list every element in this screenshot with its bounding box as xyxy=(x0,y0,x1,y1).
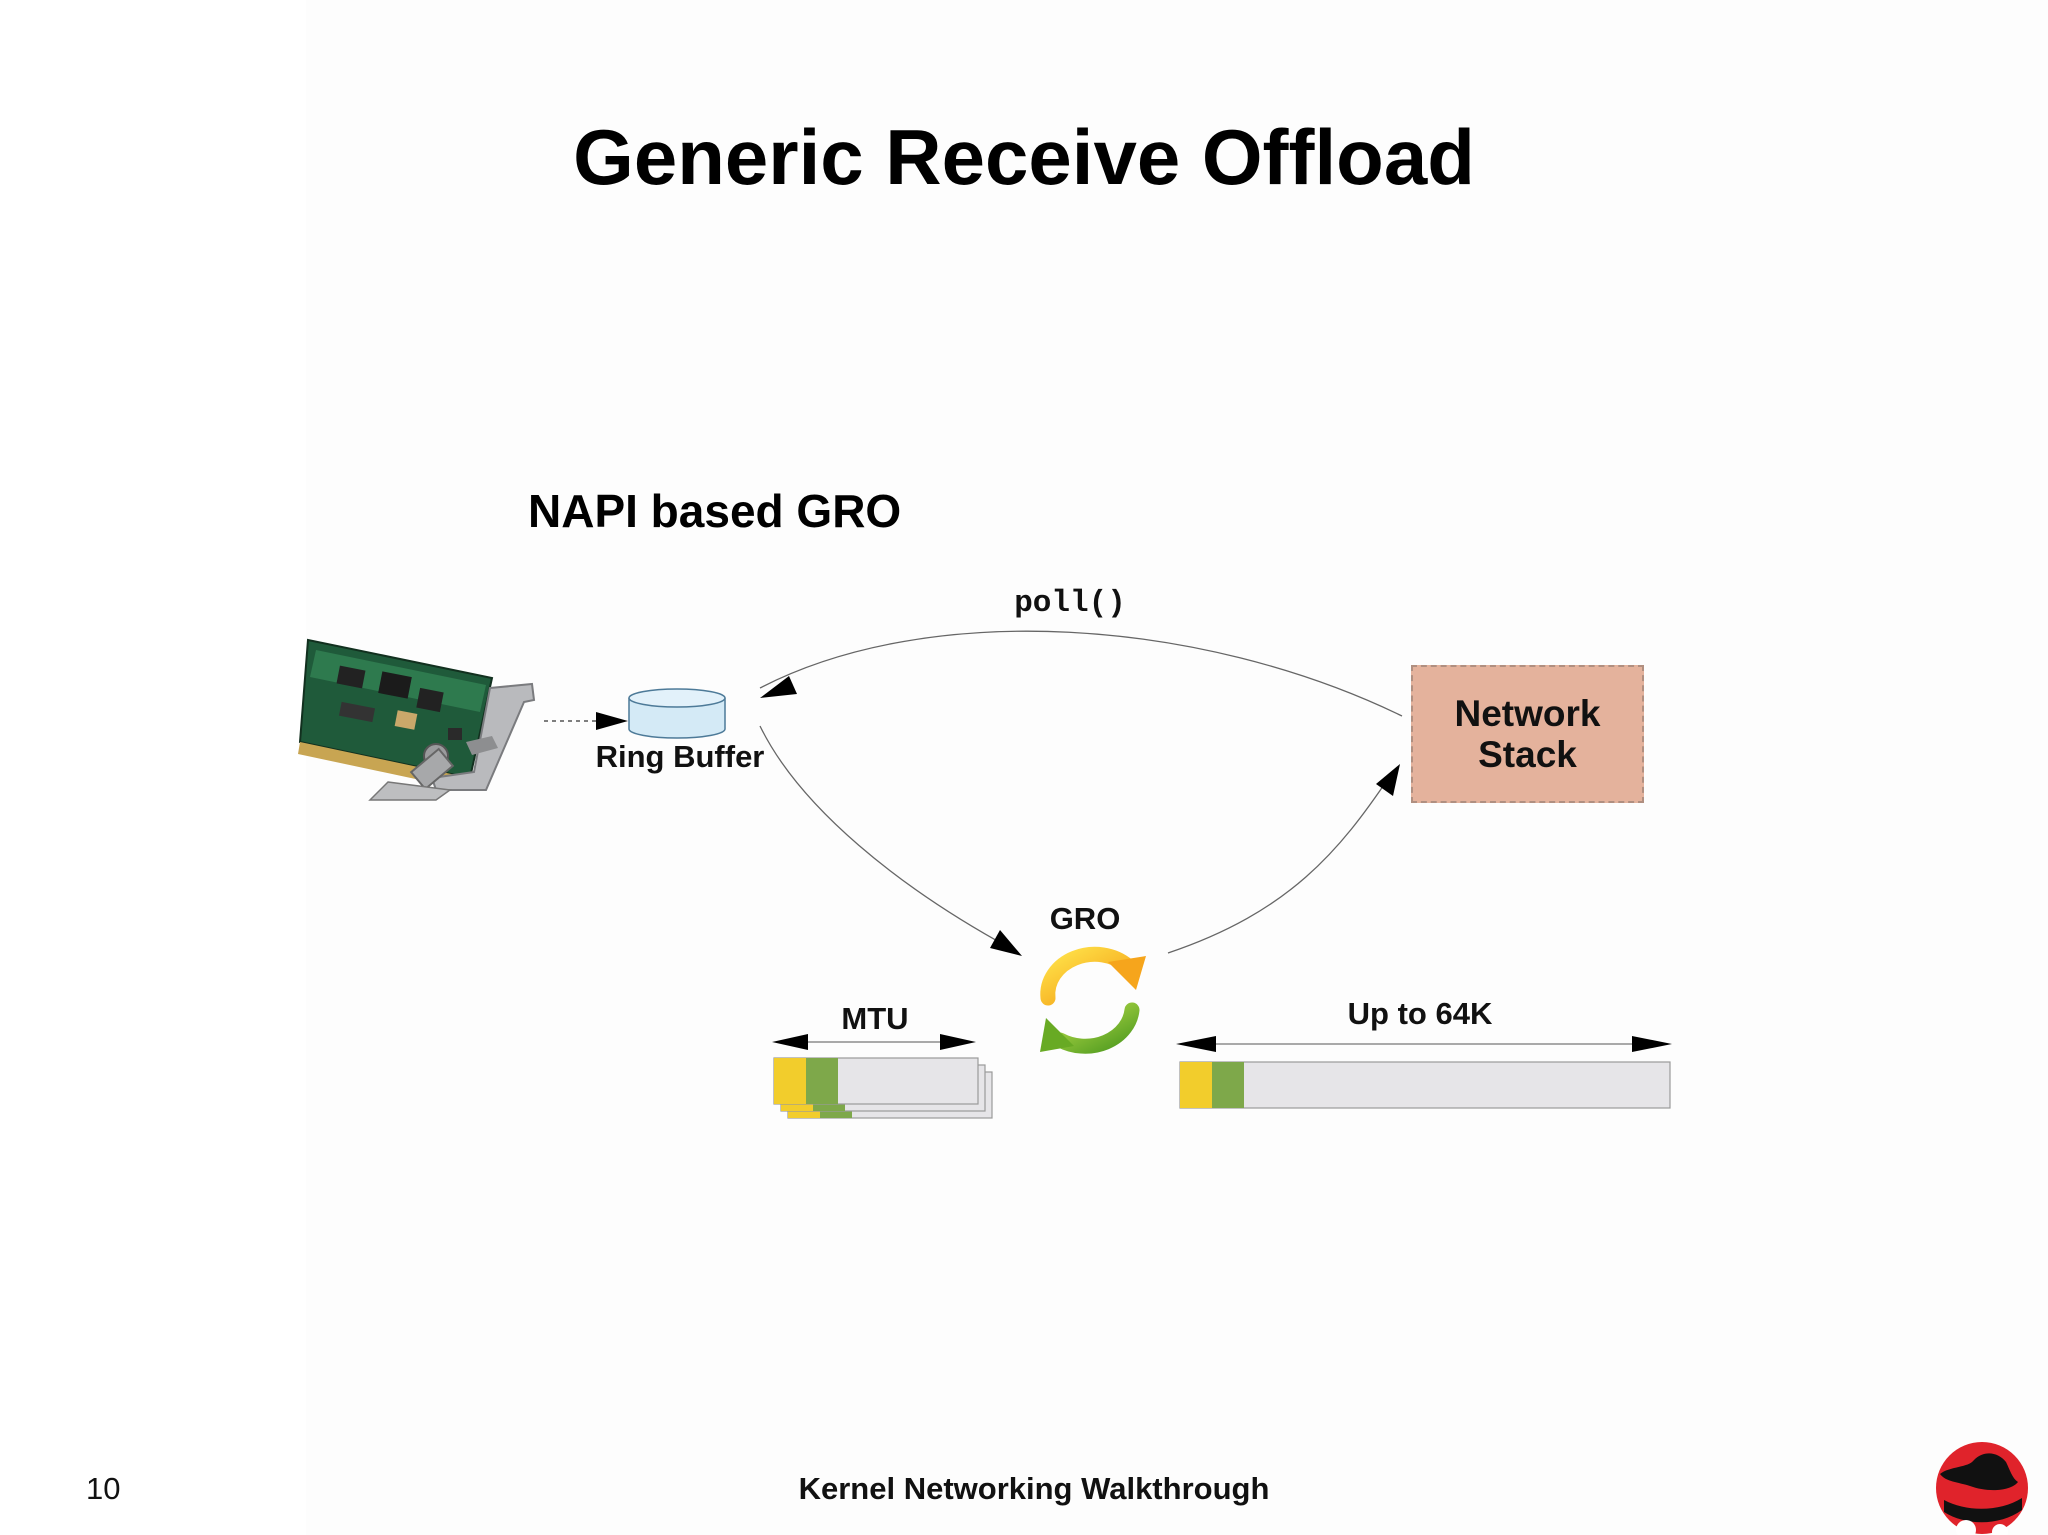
up-to-64k-label: Up to 64K xyxy=(1347,996,1493,1031)
ring-to-gro-arrow xyxy=(759,725,1011,949)
poll-arrowhead xyxy=(760,676,797,698)
ring-buffer-icon xyxy=(628,688,726,739)
gro-label: GRO xyxy=(1049,901,1121,936)
network-stack-label: Network Stack xyxy=(1454,692,1601,775)
slide-title: Generic Receive Offload xyxy=(573,113,1475,201)
poll-arrow xyxy=(759,630,1403,717)
ring-to-gro-arrowhead xyxy=(990,930,1022,956)
nic-to-ring-arrowhead xyxy=(596,712,628,730)
diagram-background xyxy=(306,0,2048,1535)
mtu-label: MTU xyxy=(841,1001,909,1036)
footer-title: Kernel Networking Walkthrough xyxy=(798,1471,1270,1506)
refresh-cycle-icon xyxy=(1040,946,1146,1054)
red-hat-logo xyxy=(1936,1442,2028,1535)
mtu-arrowhead-right xyxy=(940,1034,976,1050)
ring-buffer-label: Ring Buffer xyxy=(595,739,765,774)
up64-arrowhead-right xyxy=(1632,1036,1672,1052)
page-number: 10 xyxy=(86,1471,121,1506)
slide-subtitle: NAPI based GRO xyxy=(528,485,902,537)
up64-arrowhead-left xyxy=(1176,1036,1216,1052)
network-card-icon xyxy=(298,638,536,801)
mtu-segments xyxy=(773,1057,993,1119)
gro-to-stack-arrow xyxy=(1167,775,1391,954)
poll-label: poll() xyxy=(1014,586,1126,621)
merged-segment xyxy=(1179,1061,1671,1109)
mtu-arrowhead-left xyxy=(772,1034,808,1050)
network-stack-box: Network Stack xyxy=(1411,665,1644,803)
gro-to-stack-arrowhead xyxy=(1376,764,1400,796)
